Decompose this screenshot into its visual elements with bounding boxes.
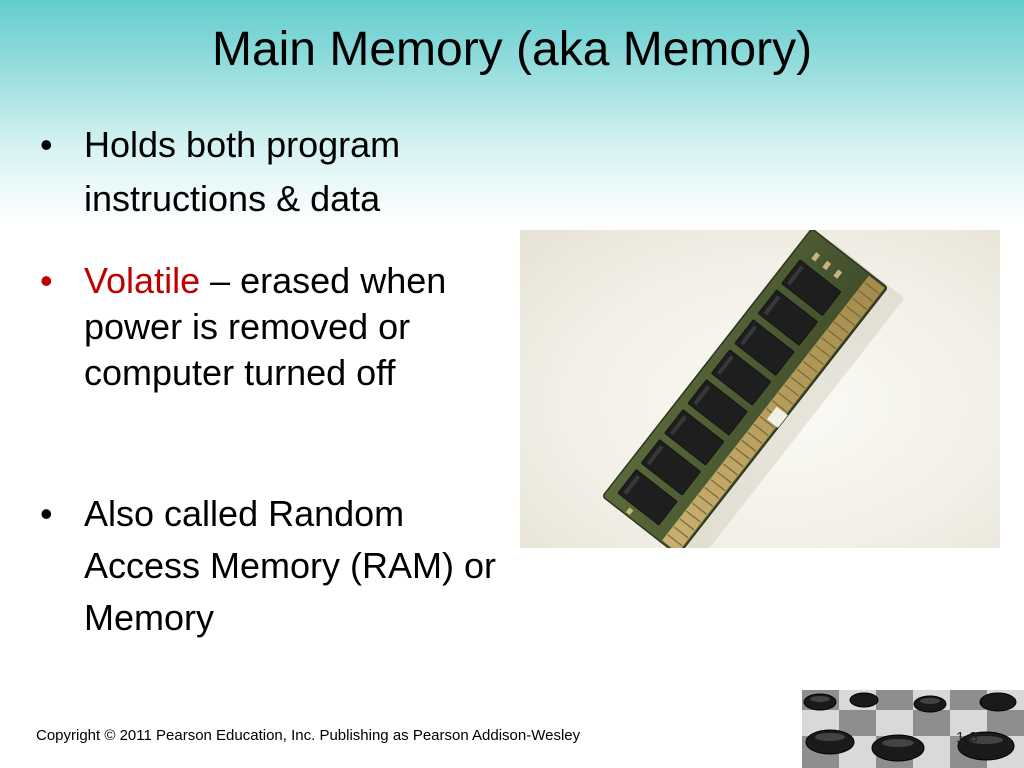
bullet-item: • Also called Random Access Memory (RAM)… — [40, 488, 510, 644]
copyright-text: Copyright © 2011 Pearson Education, Inc.… — [36, 727, 581, 744]
checkers-board-icon — [802, 690, 1024, 768]
bullet-text: Volatile – erased when power is removed … — [84, 258, 510, 396]
bullet-marker: • — [40, 493, 53, 534]
checkers-decoration — [802, 690, 1024, 768]
bullet-highlight: Volatile — [84, 260, 201, 301]
bullet-item: • Volatile – erased when power is remove… — [40, 258, 510, 396]
bullet-text: Also called Random Access Memory (RAM) o… — [84, 493, 497, 638]
slide-title: Main Memory (aka Memory) — [211, 23, 813, 76]
bullet-item: • Holds both program instructions & data — [40, 118, 510, 226]
ram-photo — [520, 228, 1000, 557]
slide-number: 1-8 — [956, 729, 978, 746]
bullet-marker: • — [40, 124, 53, 165]
bullet-marker: • — [40, 260, 53, 301]
bullet-text-rest: – erased when power is removed or comput… — [84, 260, 447, 393]
ram-module-icon — [602, 228, 904, 557]
bullet-text: Holds both program instructions & data — [84, 124, 401, 219]
